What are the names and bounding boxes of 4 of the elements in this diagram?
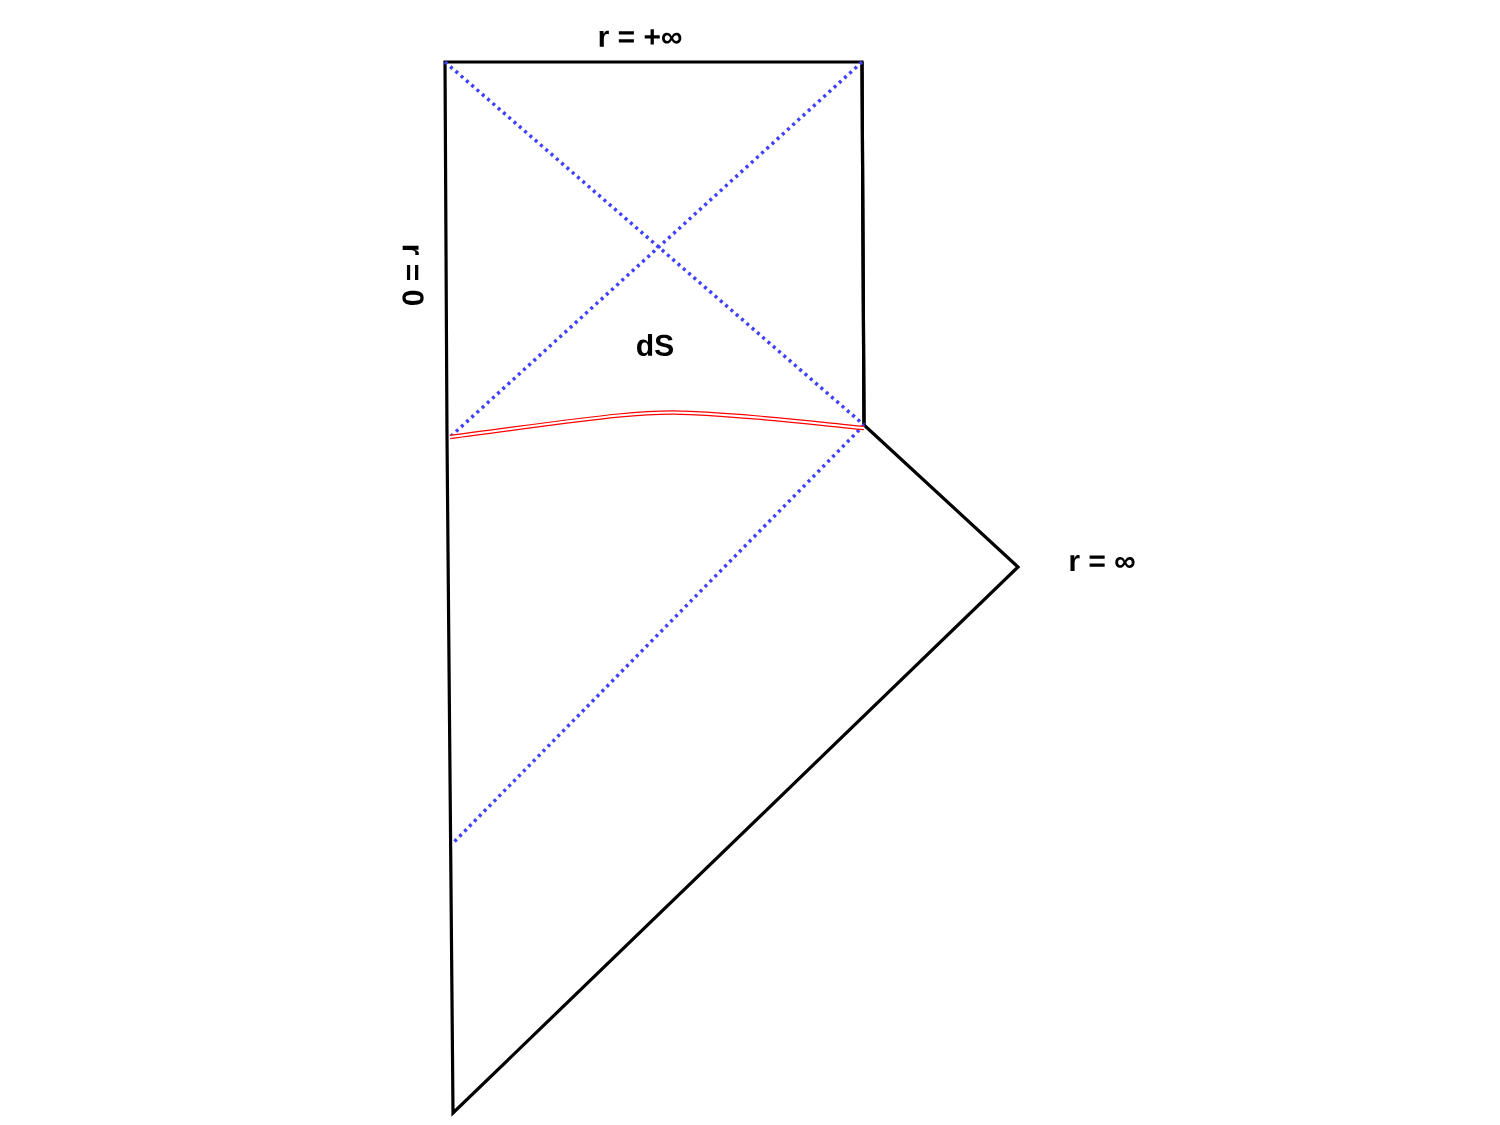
boundary-label: r = ∞ (1070, 554, 1135, 572)
region-label: dS (637, 334, 673, 357)
boundary-label: r = 0 (402, 245, 424, 305)
boundary-label: r = +∞ (599, 29, 682, 47)
